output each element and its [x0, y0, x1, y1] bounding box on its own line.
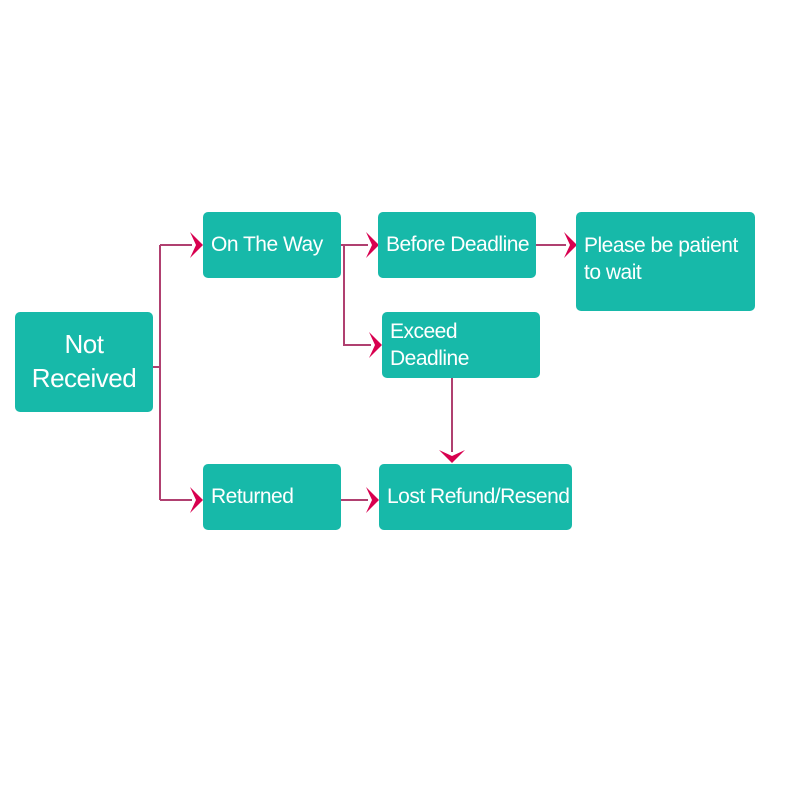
node-label: Not Received [31, 329, 137, 393]
node-label: On The Way [211, 233, 323, 257]
arrowhead-icon [366, 487, 379, 513]
arrowhead-icon [564, 232, 577, 258]
node-on-the-way: On The Way [203, 212, 341, 278]
node-label: Exceed Deadline [390, 319, 469, 370]
node-not-received: Not Received [15, 312, 153, 412]
node-label: Returned [211, 485, 294, 509]
node-label: Before Deadline [386, 233, 530, 257]
node-returned: Returned [203, 464, 341, 530]
arrowhead-icon [369, 332, 382, 358]
node-label: Please be patient to wait [584, 234, 738, 285]
arrowhead-icon [190, 232, 203, 258]
node-label: Lost Refund/Resend [387, 485, 570, 509]
node-before-deadline: Before Deadline [378, 212, 536, 278]
node-lost-refund-resend: Lost Refund/Resend [379, 464, 572, 530]
arrowhead-icon [190, 487, 203, 513]
connector-ontheway-branch [341, 244, 371, 346]
arrowhead-icon [439, 450, 465, 463]
connector-root-branch [153, 244, 192, 501]
arrowhead-icon [366, 232, 379, 258]
node-please-wait: Please be patient to wait [576, 212, 755, 311]
node-exceed-deadline: Exceed Deadline [382, 312, 540, 378]
